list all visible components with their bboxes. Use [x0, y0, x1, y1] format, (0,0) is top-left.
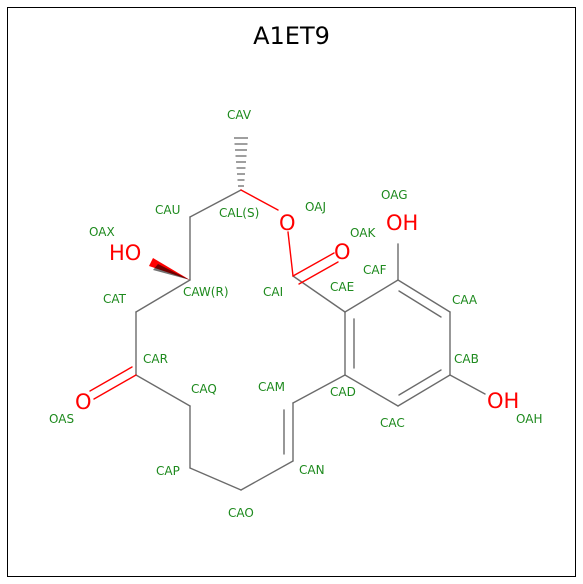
label-cal: CAL(S) [219, 206, 259, 220]
label-oag: OAG [381, 188, 408, 202]
bond-cao-can [240, 460, 294, 491]
label-cac: CAC [380, 416, 405, 430]
atom-o-carbonyl-right: O [334, 240, 351, 264]
wedge-bond-caw-oax [149, 258, 190, 280]
bond-caf-caa-inner [398, 290, 442, 318]
label-cae: CAE [330, 280, 354, 294]
bond-cam-cad [292, 374, 346, 404]
label-oax: OAX [89, 225, 115, 239]
label-cao: CAO [228, 506, 254, 520]
atom-oh-right: OH [487, 389, 519, 413]
diagram-frame: A1ET9 [7, 7, 576, 577]
label-cam: CAM [258, 380, 285, 394]
bond-cal-cau [189, 189, 242, 218]
wedge-bond-caw-oax-tip [153, 264, 190, 280]
atom-oh-top: OH [386, 211, 418, 235]
label-cap: CAP [156, 464, 180, 478]
bond-car-oas-2 [89, 366, 133, 392]
atom-ho-left: HO [109, 241, 141, 265]
label-car: CAR [143, 352, 168, 366]
label-cai: CAI [263, 285, 283, 299]
label-oaj: OAJ [305, 200, 326, 214]
label-oas: OAS [49, 412, 74, 426]
bond-car-caq [135, 374, 191, 407]
bond-cae-caf [344, 279, 399, 313]
bond-oaj-cai [287, 231, 294, 277]
label-caa: CAA [452, 293, 478, 307]
label-caw: CAW(R) [183, 285, 229, 299]
bond-cal-oaj [240, 189, 279, 211]
bond-cai-oak-1 [292, 252, 335, 277]
molecule-structure: OH OH HO O O O CAV CAU CAL(S) OAJ OAG OA… [49, 108, 542, 520]
label-cav: CAV [227, 108, 252, 122]
atom-o-ring: O [279, 211, 296, 235]
label-oak: OAK [350, 226, 376, 240]
hash-bond-cal-cav [234, 137, 248, 187]
label-caf: CAF [363, 263, 387, 277]
bond-cac-cad [344, 374, 399, 407]
bond-cab-oah [449, 374, 486, 395]
bond-cap-cao [189, 467, 242, 491]
diagram-title: A1ET9 [253, 22, 330, 50]
label-cat: CAT [103, 292, 127, 306]
label-caq: CAQ [191, 382, 217, 396]
label-oah: OAH [516, 412, 542, 426]
label-cau: CAU [155, 203, 180, 217]
bond-car-oas-1 [93, 374, 137, 400]
label-cab: CAB [454, 352, 479, 366]
bond-caw-cat [135, 279, 191, 313]
label-can: CAN [299, 463, 325, 477]
atom-o-carbonyl-left: O [75, 390, 92, 414]
bond-cab-cac-inner [398, 369, 442, 396]
bond-cab-cac [397, 374, 451, 407]
label-cad: CAD [330, 385, 356, 399]
bond-caf-caa [397, 279, 451, 313]
bond-cai-oak-2 [298, 261, 339, 285]
